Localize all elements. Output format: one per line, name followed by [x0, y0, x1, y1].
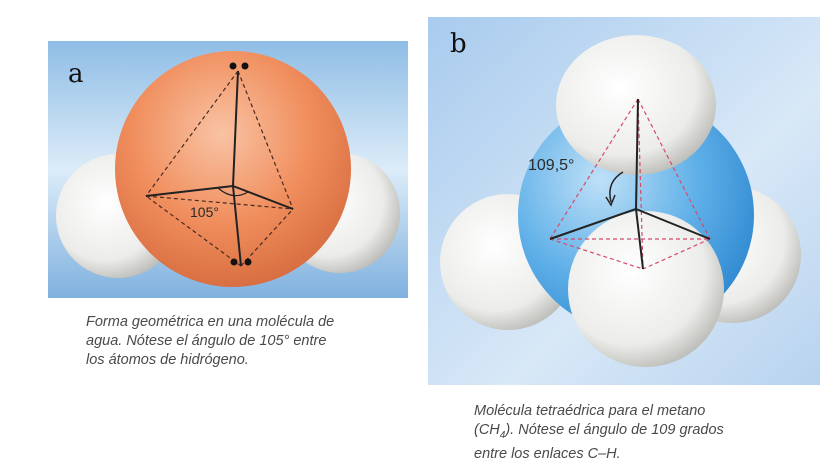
lone-pair-top	[229, 62, 249, 70]
methane-molecule-panel: b 109,5°	[428, 17, 820, 385]
caption-line: Forma geométrica en una molécula de	[86, 314, 335, 330]
bond-lines	[549, 98, 711, 270]
figure-label-a: a	[68, 59, 84, 89]
caption-water-molecule: Forma geométrica en una molécula de agua…	[86, 313, 334, 370]
hydrogen-atom-top	[556, 35, 716, 175]
caption-line: entre los enlaces C–H.	[474, 445, 621, 462]
angle-arrow-icon	[605, 194, 616, 207]
formula-suffix: ). Nótese el ángulo de 109 grados	[505, 422, 724, 438]
caption-line-formula: (CH4). Nótese el ángulo de 109 grados	[474, 421, 724, 445]
hydrogen-atom-front	[568, 211, 724, 367]
formula-subscript: 4	[499, 429, 506, 441]
methane-molecule-diagram	[428, 17, 820, 385]
angle-arc	[217, 187, 249, 197]
formula-prefix: (CH	[474, 422, 500, 438]
water-molecule-diagram	[48, 41, 408, 298]
bond-angle-label: 109,5°	[528, 157, 575, 174]
water-molecule-panel: a 105°	[48, 41, 408, 298]
caption-line: agua. Nótese el ángulo de 105° entre	[86, 333, 327, 349]
caption-line: los átomos de hidrógeno.	[86, 352, 249, 368]
bond-angle-label: 105°	[190, 204, 219, 220]
caption-methane-molecule: Molécula tetraédrica para el metano (CH4…	[474, 402, 724, 464]
angle-arc	[609, 171, 624, 203]
figure-label-b: b	[450, 29, 467, 59]
tetrahedron-dashed-edges	[549, 98, 711, 270]
caption-line: Molécula tetraédrica para el metano	[474, 403, 706, 419]
lone-pair-bottom	[230, 258, 252, 266]
tetrahedron-dashed-edges	[145, 70, 294, 267]
